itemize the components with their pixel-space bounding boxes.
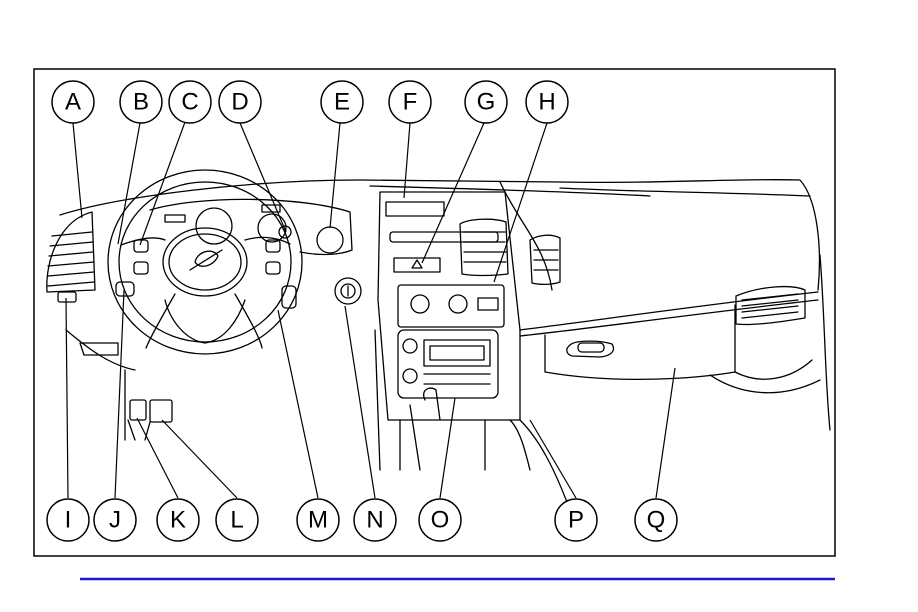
callout-k: K xyxy=(157,499,199,541)
callout-label-g: G xyxy=(477,89,496,116)
leader-lines xyxy=(66,122,675,498)
callout-d: D xyxy=(219,81,261,123)
callout-label-d: D xyxy=(231,89,248,116)
callout-m: M xyxy=(297,499,339,541)
callout-l: L xyxy=(216,499,258,541)
callout-label-j: J xyxy=(109,507,121,534)
callout-label-i: I xyxy=(65,507,72,534)
callout-j: J xyxy=(94,499,136,541)
callout-label-l: L xyxy=(230,507,243,534)
callout-n: N xyxy=(354,499,396,541)
callout-label-n: N xyxy=(366,507,383,534)
callout-o: O xyxy=(419,499,461,541)
callout-label-k: K xyxy=(170,507,186,534)
callout-h: H xyxy=(526,81,568,123)
callout-label-o: O xyxy=(431,507,450,534)
callout-g: G xyxy=(465,81,507,123)
callout-label-h: H xyxy=(538,89,555,116)
callout-b: B xyxy=(120,81,162,123)
callout-row-top: A B C D E F G H xyxy=(52,81,568,123)
callout-label-b: B xyxy=(133,89,149,116)
callout-label-m: M xyxy=(308,507,328,534)
callout-label-f: F xyxy=(403,89,418,116)
callout-label-p: P xyxy=(568,507,584,534)
callout-p: P xyxy=(555,499,597,541)
callout-row-bottom: I J K L M N O P xyxy=(47,499,677,541)
callout-e: E xyxy=(321,81,363,123)
callout-label-c: C xyxy=(181,89,198,116)
callout-a: A xyxy=(52,81,94,123)
callout-c: C xyxy=(169,81,211,123)
callout-q: Q xyxy=(635,499,677,541)
callout-label-q: Q xyxy=(647,507,666,534)
callout-label-e: E xyxy=(334,89,350,116)
callout-i: I xyxy=(47,499,89,541)
callout-f: F xyxy=(389,81,431,123)
callout-label-a: A xyxy=(65,89,81,116)
dashboard-illustration xyxy=(47,170,830,510)
